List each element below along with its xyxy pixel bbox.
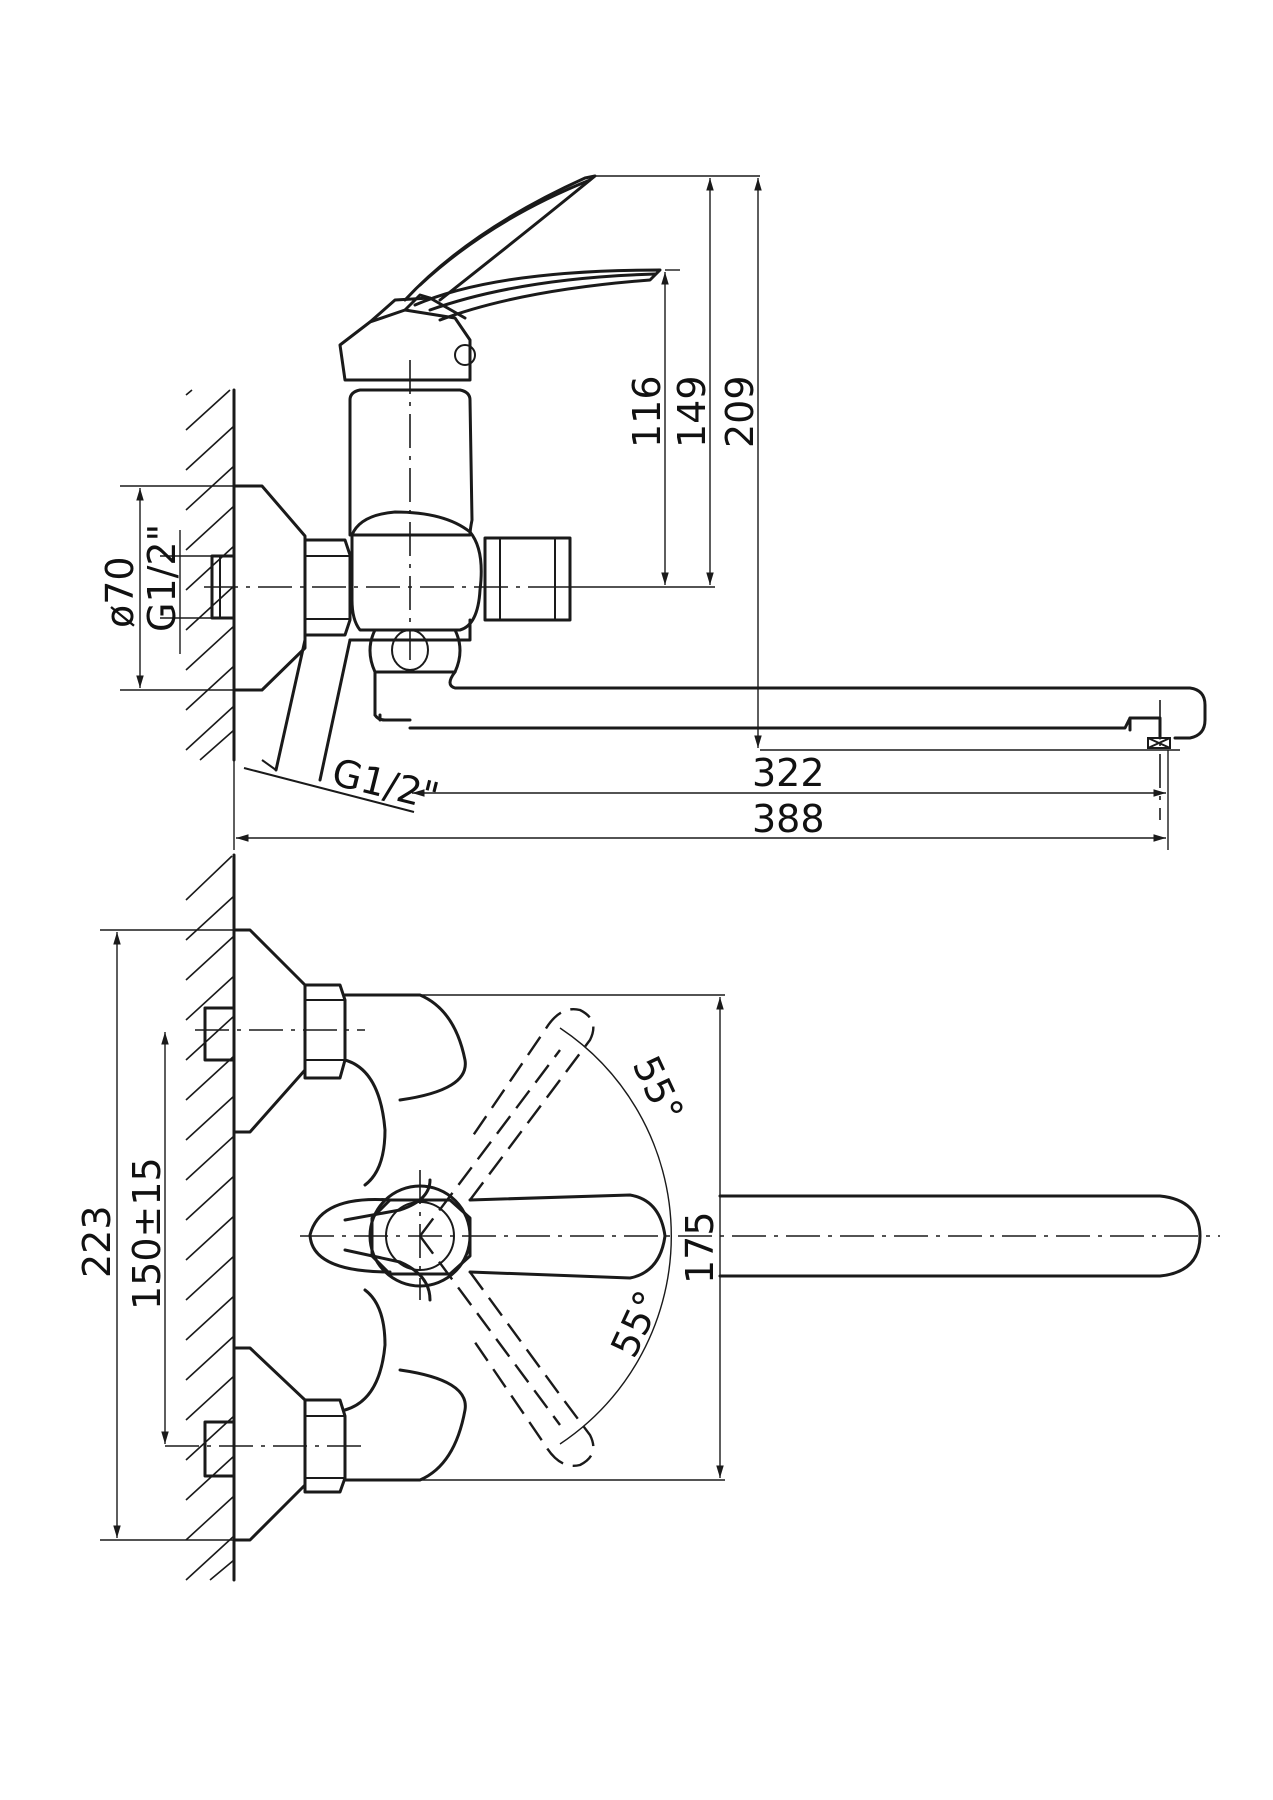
mixer-body-top [343, 993, 467, 1482]
dim-thread-wall: G1/2" [140, 524, 184, 632]
wall-hatching-top [185, 853, 236, 1582]
hex-nut-side [303, 538, 352, 637]
escutcheon-top-upper [195, 928, 365, 1134]
dim-116: 116 [625, 375, 669, 448]
dim-223: 223 [75, 1205, 119, 1278]
dim-175: 175 [678, 1211, 722, 1284]
dim-diameter-70: ø70 [98, 556, 142, 628]
diameter-dimensions: ø70 G1/2" [98, 485, 234, 691]
dim-209: 209 [718, 375, 762, 448]
dim-149: 149 [670, 375, 714, 448]
length-dimensions: 322 388 G1/2" [233, 750, 1169, 850]
escutcheon-top-lower [165, 1346, 365, 1542]
wall-hatching-side [185, 388, 236, 762]
spout-top [718, 1194, 1202, 1278]
mixer-body-side [348, 360, 572, 660]
angle-upper: 55° [624, 1049, 692, 1129]
inlet-pipe-side [243, 638, 415, 813]
lever-side [338, 174, 662, 382]
dim-thread-inlet: G1/2" [328, 750, 444, 819]
angle-lower: 55° [602, 1284, 670, 1364]
height-dimensions: 116 149 209 [560, 175, 1180, 751]
top-dimensions: 175 223 150±15 [75, 929, 725, 1541]
top-view: 55° 55° 175 223 150±15 [75, 853, 1220, 1582]
dim-388: 388 [752, 797, 825, 841]
dim-322: 322 [752, 751, 825, 795]
dim-150: 150±15 [125, 1157, 169, 1310]
spout-side [368, 628, 1207, 820]
escutcheon-side [204, 484, 560, 692]
side-view: 116 149 209 ø70 G1/2" 322 388 G1/2" [98, 174, 1207, 850]
lever-top [300, 1170, 1220, 1300]
